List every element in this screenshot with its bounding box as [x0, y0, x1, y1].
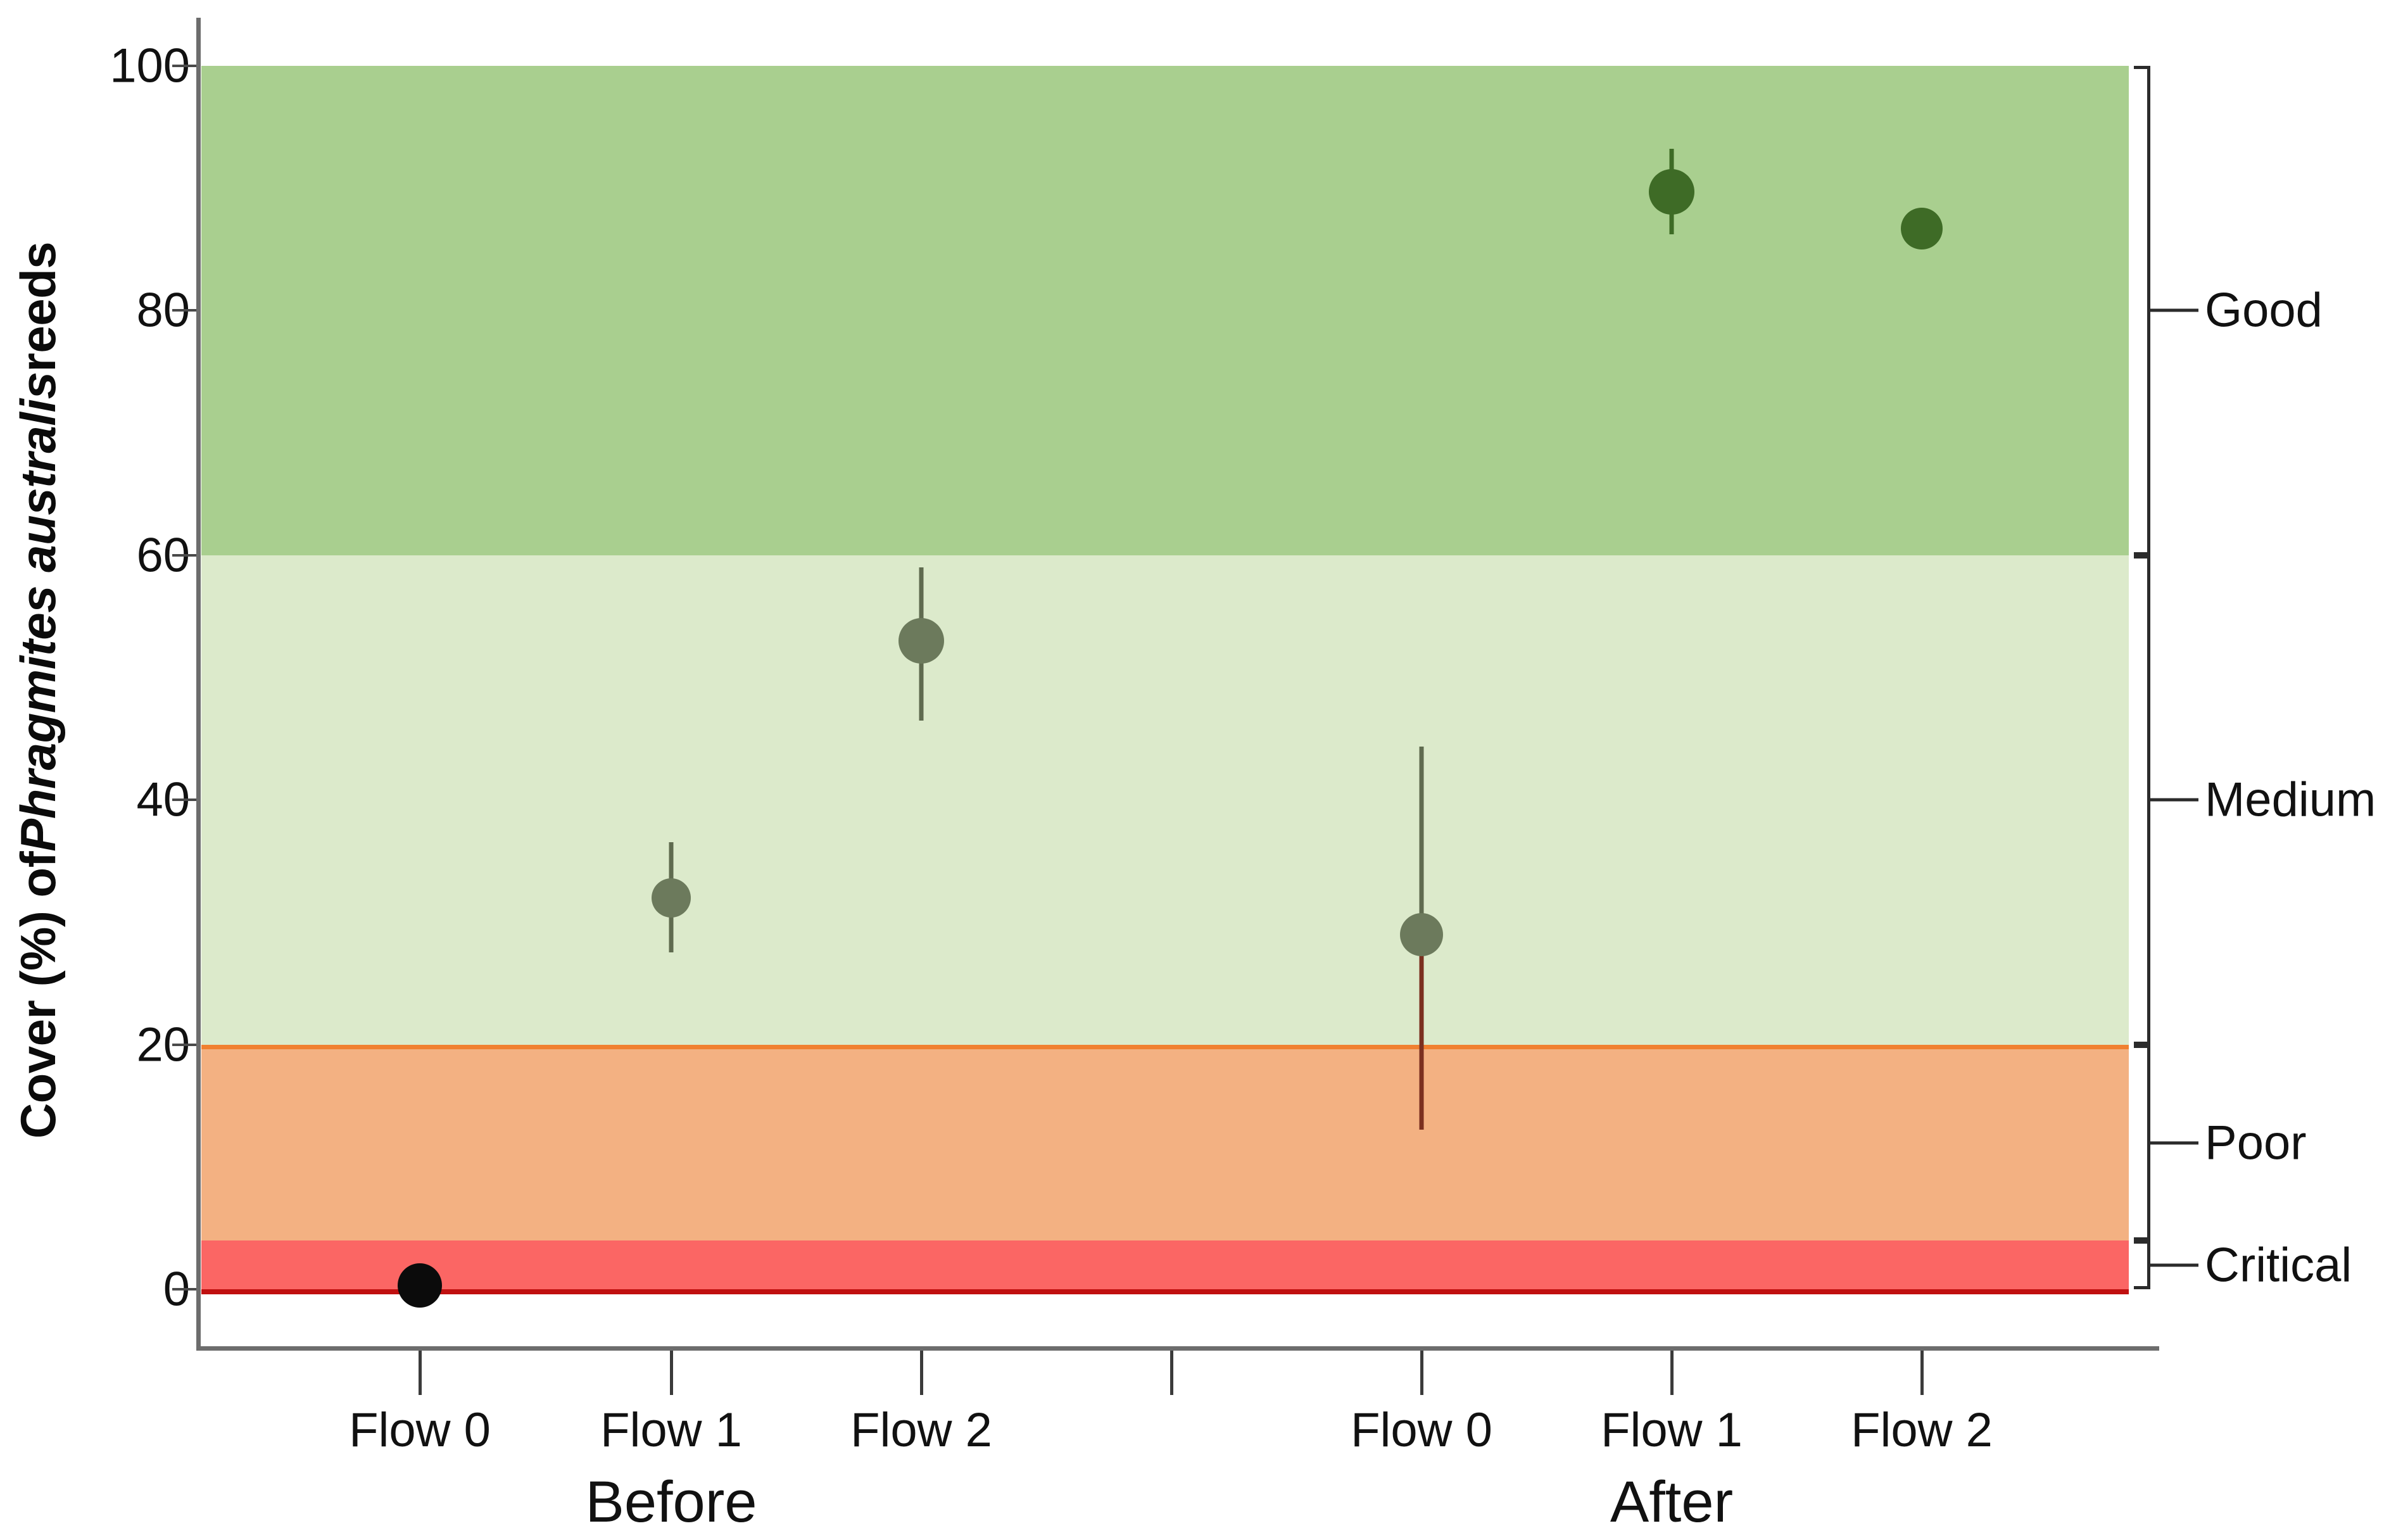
- y-tick-mark-60: [172, 554, 199, 557]
- bracket-critical: [2134, 1240, 2150, 1289]
- y-axis-title-plain: Cover (%) of: [9, 851, 66, 1139]
- band-critical: [201, 1240, 2129, 1294]
- x-tick-label-after-flow2: Flow 2: [1851, 1403, 1993, 1457]
- bracket-stem-medium: [2150, 798, 2198, 802]
- bracket-stem-good: [2150, 308, 2198, 312]
- y-axis-line: [196, 18, 201, 1350]
- band-medium: [201, 555, 2129, 1045]
- x-tick-mark-3: [920, 1351, 923, 1395]
- y-tick-mark-100: [172, 65, 199, 67]
- point-before-flow2[interactable]: [898, 618, 944, 664]
- x-tick-label-after-flow1: Flow 1: [1601, 1403, 1743, 1457]
- point-after-flow2[interactable]: [1901, 208, 1943, 249]
- x-tick-mark-2: [670, 1351, 673, 1395]
- bracket-stem-poor: [2150, 1141, 2198, 1145]
- x-tick-mark-1: [419, 1351, 422, 1395]
- y-tick-mark-40: [172, 798, 199, 801]
- y-axis-title-tail: reeds: [9, 241, 66, 372]
- bracket-label-poor: Poor: [2205, 1116, 2307, 1170]
- point-before-flow1[interactable]: [652, 878, 691, 918]
- x-axis-line: [196, 1346, 2159, 1351]
- x-tick-label-before-flow0: Flow 0: [349, 1403, 491, 1457]
- errorbar-after-flow0-lower: [1419, 955, 1424, 1130]
- bracket-label-medium: Medium: [2205, 773, 2376, 827]
- classification-bracket-group: Good Medium Poor Critical: [2134, 0, 2396, 1540]
- point-after-flow0[interactable]: [1400, 913, 1443, 956]
- y-tick-mark-group: [172, 0, 201, 1540]
- bracket-good: [2134, 66, 2150, 555]
- x-tick-label-after-flow0: Flow 0: [1351, 1403, 1492, 1457]
- plot-area: [201, 66, 2129, 1308]
- x-tick-label-before-flow2: Flow 2: [850, 1403, 992, 1457]
- bracket-label-critical: Critical: [2205, 1238, 2352, 1292]
- band-poor: [201, 1045, 2129, 1249]
- x-tick-mark-5: [1420, 1351, 1423, 1395]
- x-tick-mark-7: [1920, 1351, 1924, 1395]
- y-tick-mark-0: [172, 1288, 199, 1291]
- x-group-label-before: Before: [585, 1470, 757, 1534]
- x-group-label-after: After: [1610, 1470, 1734, 1534]
- y-tick-mark-20: [172, 1044, 199, 1046]
- bracket-medium: [2134, 555, 2150, 1045]
- point-after-flow1[interactable]: [1649, 169, 1694, 215]
- x-tick-mark-4: [1170, 1351, 1173, 1395]
- y-axis-title: Cover (%) of Phragmites australis reeds: [0, 0, 76, 1380]
- y-axis-title-italic: Phragmites australis: [9, 372, 66, 852]
- band-good: [201, 66, 2129, 559]
- bracket-poor: [2134, 1045, 2150, 1240]
- x-tick-label-before-flow1: Flow 1: [600, 1403, 742, 1457]
- errorbar-after-flow0-upper: [1419, 747, 1424, 955]
- x-tick-mark-6: [1670, 1351, 1674, 1395]
- point-before-flow0[interactable]: [398, 1263, 442, 1308]
- bracket-stem-critical: [2150, 1263, 2198, 1267]
- bracket-label-good: Good: [2205, 283, 2323, 338]
- y-tick-mark-80: [172, 309, 199, 312]
